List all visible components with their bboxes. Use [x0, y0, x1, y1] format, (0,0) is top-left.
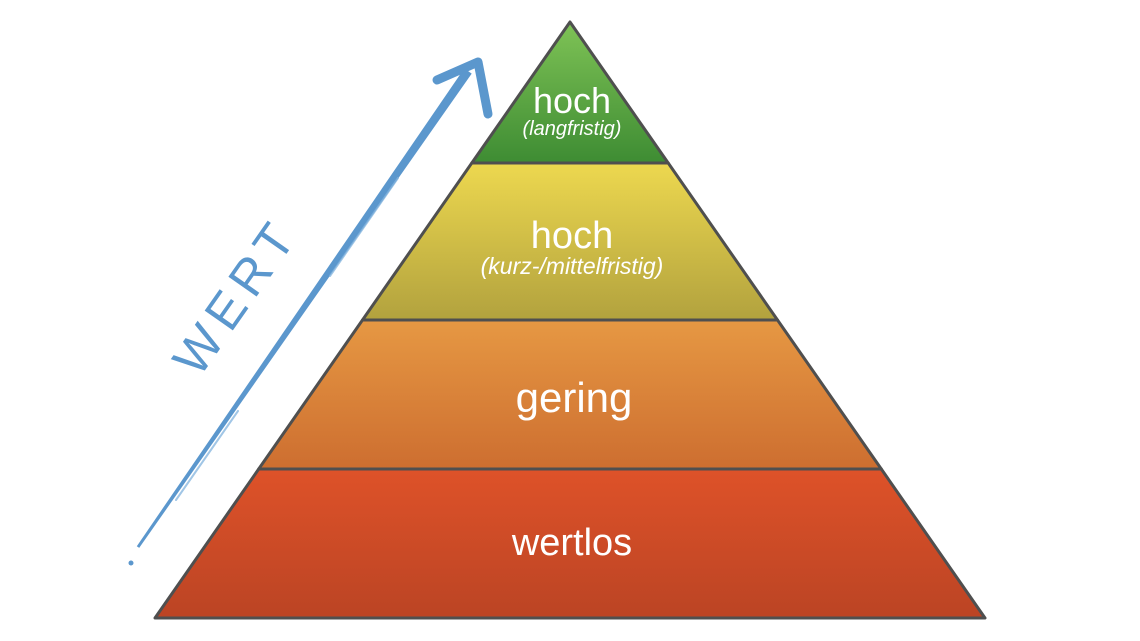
pyramid-level-4-shape — [153, 467, 987, 620]
value-axis-label: WERT — [162, 207, 310, 385]
level-2-sublabel: (kurz-/mittelfristig) — [481, 253, 664, 279]
pyramid: hoch (langfristig) hoch (kurz-/mittelfri… — [153, 20, 987, 620]
level-2-label: hoch — [531, 215, 613, 257]
arrow-shaft-texture — [329, 177, 399, 277]
level-1-sublabel: (langfristig) — [523, 118, 622, 140]
level-4-label: wertlos — [511, 522, 632, 564]
arrow-shaft-texture — [175, 410, 239, 501]
arrow-tail-speck — [128, 560, 134, 566]
arrow-shaft — [136, 68, 472, 548]
level-3-label: gering — [516, 374, 633, 421]
arrow-head — [432, 57, 493, 119]
value-arrow: WERT — [128, 57, 493, 566]
level-1-label: hoch — [533, 80, 611, 121]
